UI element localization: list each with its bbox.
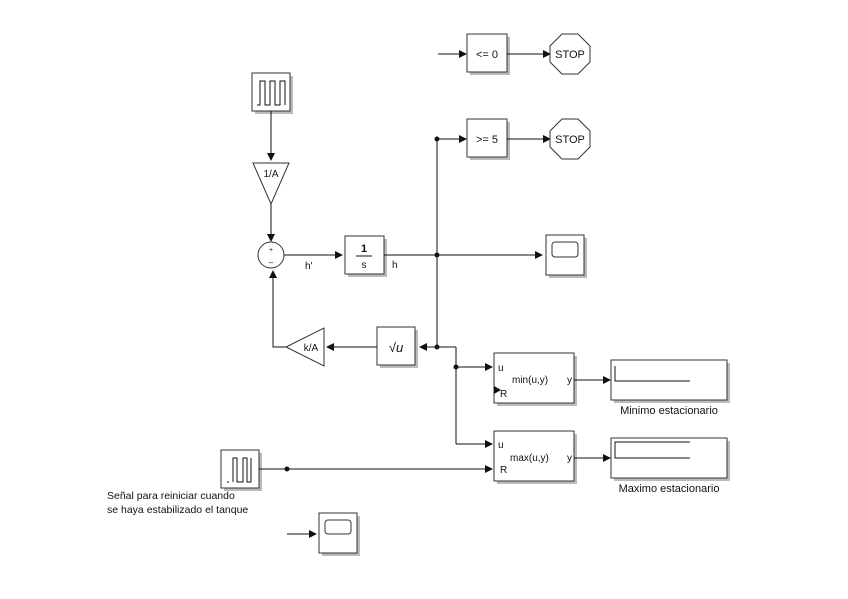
gain-1-over-a-block[interactable]: 1/A (252, 162, 290, 206)
port-label-u: u (498, 363, 504, 374)
reset-source-label-line2: se haya estabilizado el tanque (107, 504, 248, 516)
sum-plus-sign: + (269, 247, 273, 254)
pulse-generator-block[interactable] (251, 72, 293, 114)
reset-pulse-block[interactable] (220, 449, 262, 491)
integrator-numerator: 1 (361, 243, 367, 255)
pulse-icon (257, 80, 286, 106)
min-function-label: min(u,y) (512, 375, 548, 386)
display-label-maximo: Maximo estacionario (619, 483, 720, 495)
scope-screen-icon (551, 241, 579, 258)
sum-block[interactable]: + – (257, 241, 285, 269)
compare-ge-label: >= 5 (476, 134, 498, 146)
gain-label: k/A (304, 343, 319, 354)
feedback-line (269, 270, 286, 348)
stop-label: STOP (555, 134, 585, 146)
display-maximo[interactable] (610, 437, 730, 481)
port-label-r: R (500, 389, 507, 400)
port-label-u: u (498, 440, 504, 451)
scope-block-2[interactable] (318, 512, 360, 556)
pulse-icon (227, 457, 252, 483)
gain-k-over-a-block[interactable]: k/A (284, 327, 325, 367)
port-label-y: y (567, 375, 572, 386)
integrator-denominator: s (362, 260, 367, 271)
max-function-label: max(u,y) (510, 453, 549, 464)
stop-block-1[interactable]: STOP (549, 33, 591, 75)
compare-ge-five-block[interactable]: >= 5 (466, 118, 510, 160)
gain-label: 1/A (263, 169, 278, 180)
display-minimo[interactable] (610, 359, 730, 403)
branch-point (284, 466, 290, 472)
display-label-minimo: Minimo estacionario (620, 405, 718, 417)
sqrt-label: √u (389, 340, 403, 355)
scope-block-1[interactable] (545, 234, 587, 278)
sum-minus-sign: – (269, 258, 274, 267)
port-label-r: R (500, 465, 507, 476)
reset-source-label-line1: Señal para reiniciar cuando (107, 490, 235, 502)
min-block[interactable]: u R min(u,y) y (493, 352, 577, 406)
stop-label: STOP (555, 49, 585, 61)
compare-le-zero-block[interactable]: <= 0 (466, 33, 510, 75)
max-block[interactable]: u R max(u,y) y (493, 430, 577, 484)
stop-block-2[interactable]: STOP (549, 118, 591, 160)
compare-le-label: <= 0 (476, 49, 498, 61)
port-label-y: y (567, 453, 572, 464)
sqrt-block[interactable]: √u (376, 326, 418, 368)
signal-label-h-dot: h' (305, 261, 313, 272)
scope-screen-icon (324, 519, 352, 535)
integrator-block[interactable]: 1 s (344, 235, 387, 277)
signal-label-h: h (392, 260, 398, 271)
